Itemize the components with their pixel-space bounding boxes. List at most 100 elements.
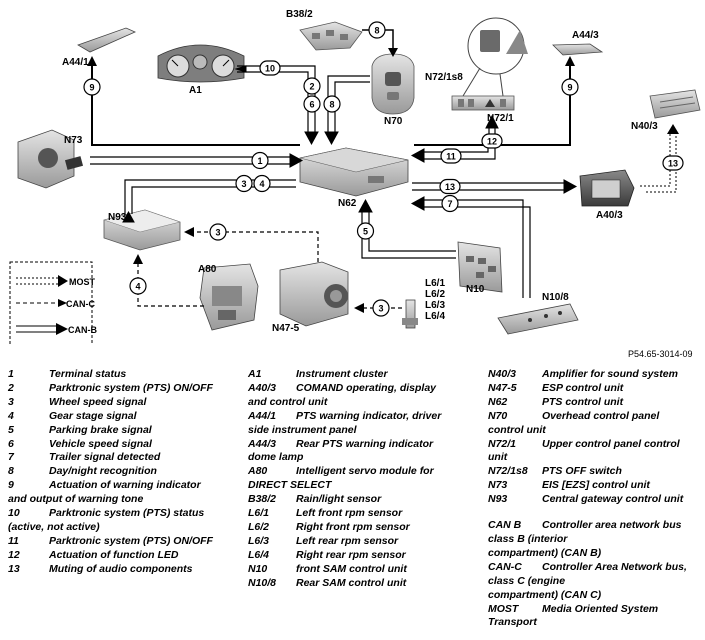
legend-text: Muting of audio components bbox=[49, 562, 193, 575]
legend-text-continued: compartment) (CAN B) bbox=[488, 546, 602, 559]
sound-amplifier-n40-3 bbox=[649, 89, 701, 119]
legend-text: Left rear rpm sensor bbox=[296, 534, 399, 547]
signal-marker: 5 bbox=[356, 222, 375, 240]
legend-text: Parktronic system (PTS) ON/OFF bbox=[49, 381, 213, 394]
signal-marker: 11 bbox=[440, 148, 462, 164]
legend-key: A44/1 bbox=[248, 409, 277, 422]
svg-text:13: 13 bbox=[445, 182, 455, 192]
signal-marker: 3 bbox=[372, 299, 390, 317]
svg-text:1: 1 bbox=[257, 156, 262, 166]
central-gateway-n93 bbox=[103, 209, 181, 251]
svg-text:8: 8 bbox=[374, 26, 379, 36]
label-b38-2: B38/2 bbox=[286, 9, 313, 20]
legend-text-continued: and output of warning tone bbox=[8, 493, 144, 506]
legend-key: L6/1 bbox=[248, 507, 270, 520]
label-n72-1s8: N72/1s8 bbox=[425, 72, 463, 83]
legend-text: Gear stage signal bbox=[49, 409, 137, 422]
legend-text: Rear SAM control unit bbox=[296, 576, 407, 589]
signal-marker: 6 bbox=[303, 95, 321, 113]
legend-key: N10/8 bbox=[248, 576, 277, 589]
legend-entry: A1 Instrument cluster bbox=[248, 368, 480, 382]
legend-entry: 8 Day/night recognition bbox=[8, 465, 240, 479]
legend-key: 3 bbox=[8, 395, 14, 408]
signal-markers: 9 9 8 10 2 6 8 1 3 4 11 12 13 13 7 5 3 4… bbox=[83, 21, 684, 317]
legend-key: A1 bbox=[248, 368, 262, 380]
label-a40-3: A40/3 bbox=[596, 210, 623, 221]
legend-text: Instrument cluster bbox=[296, 368, 388, 380]
svg-text:11: 11 bbox=[446, 152, 456, 162]
label-n93: N93 bbox=[108, 212, 127, 223]
signal-marker: 12 bbox=[481, 133, 503, 149]
signal-marker: 8 bbox=[368, 21, 386, 39]
legend-text: Right front rpm sensor bbox=[296, 520, 410, 533]
label-n10-8: N10/8 bbox=[542, 292, 569, 303]
legend-key: N10 bbox=[248, 562, 268, 575]
svg-text:13: 13 bbox=[668, 159, 678, 169]
rpm-sensor-l6 bbox=[402, 299, 418, 329]
signal-marker: 9 bbox=[561, 78, 579, 96]
signal-marker: 7 bbox=[441, 194, 459, 213]
svg-text:3: 3 bbox=[215, 228, 220, 238]
legend-text: Day/night recognition bbox=[49, 465, 157, 478]
legend-text-continued: and control unit bbox=[248, 395, 328, 408]
warning-indicator-a44-1 bbox=[77, 27, 136, 53]
legend-entry: L6/1 Left front rpm sensor bbox=[248, 507, 480, 521]
legend-key: 8 bbox=[8, 465, 14, 478]
signal-marker: 2 bbox=[303, 77, 321, 95]
legend-key: 13 bbox=[8, 562, 20, 575]
servo-module-a80 bbox=[199, 263, 259, 331]
legend-text: Wheel speed signal bbox=[49, 395, 147, 408]
label-n70: N70 bbox=[384, 116, 403, 127]
legend-key: CAN B bbox=[488, 519, 522, 532]
svg-text:4: 4 bbox=[135, 282, 140, 292]
legend-key: 5 bbox=[8, 423, 14, 436]
legend-text-continued: class B (interior bbox=[488, 532, 568, 545]
esp-control-unit-n47-5 bbox=[279, 261, 349, 327]
label-l6-1: L6/1 bbox=[425, 278, 445, 289]
svg-text:10: 10 bbox=[265, 64, 275, 74]
legend-key: MOST bbox=[488, 602, 519, 615]
figure-reference: P54.65-3014-09 bbox=[628, 349, 693, 359]
legend-text: Amplifier for sound system bbox=[542, 368, 678, 380]
legend-text-continued: DIRECT SELECT bbox=[248, 479, 332, 492]
legend-text: Terminal status bbox=[49, 368, 127, 380]
legend-text-continued: unit bbox=[488, 451, 508, 464]
legend-key: N72/1 bbox=[488, 437, 517, 450]
legend-text: front SAM control unit bbox=[296, 562, 407, 575]
label-n40-3: N40/3 bbox=[631, 121, 658, 132]
legend-text: Overhead control panel bbox=[542, 409, 660, 422]
legend-key: 12 bbox=[8, 548, 20, 561]
legend-text: Left front rpm sensor bbox=[296, 507, 403, 520]
bus-legend: MOST CAN-C CAN-B bbox=[9, 261, 97, 345]
legend-text-continued: dome lamp bbox=[248, 451, 304, 464]
legend-text: COMAND operating, display bbox=[296, 381, 437, 394]
legend-entry: L6/3 Left rear rpm sensor bbox=[248, 535, 480, 549]
legend-text-continued: compartment) (CAN C) bbox=[488, 588, 602, 601]
legend-key: CAN-C bbox=[488, 560, 522, 573]
legend-text: Rain/light sensor bbox=[296, 493, 382, 506]
legend-key: N62 bbox=[488, 395, 508, 408]
rear-warning-indicator-a44-3 bbox=[552, 43, 604, 56]
legend-text: Parktronic system (PTS) ON/OFF bbox=[49, 534, 213, 547]
legend-most: MOST bbox=[16, 275, 96, 287]
legend-key: L6/3 bbox=[248, 534, 270, 547]
svg-text:CAN-B: CAN-B bbox=[68, 325, 97, 335]
label-a80: A80 bbox=[198, 264, 217, 275]
legend-text: Intelligent servo module for bbox=[296, 465, 434, 478]
legend-text-continued: side instrument panel bbox=[248, 423, 357, 436]
pts-off-switch-n72-1s8 bbox=[462, 17, 528, 97]
legend-text: PTS control unit bbox=[542, 395, 624, 408]
legend-key: 4 bbox=[8, 409, 14, 422]
rear-sam-n10-8 bbox=[497, 303, 579, 335]
